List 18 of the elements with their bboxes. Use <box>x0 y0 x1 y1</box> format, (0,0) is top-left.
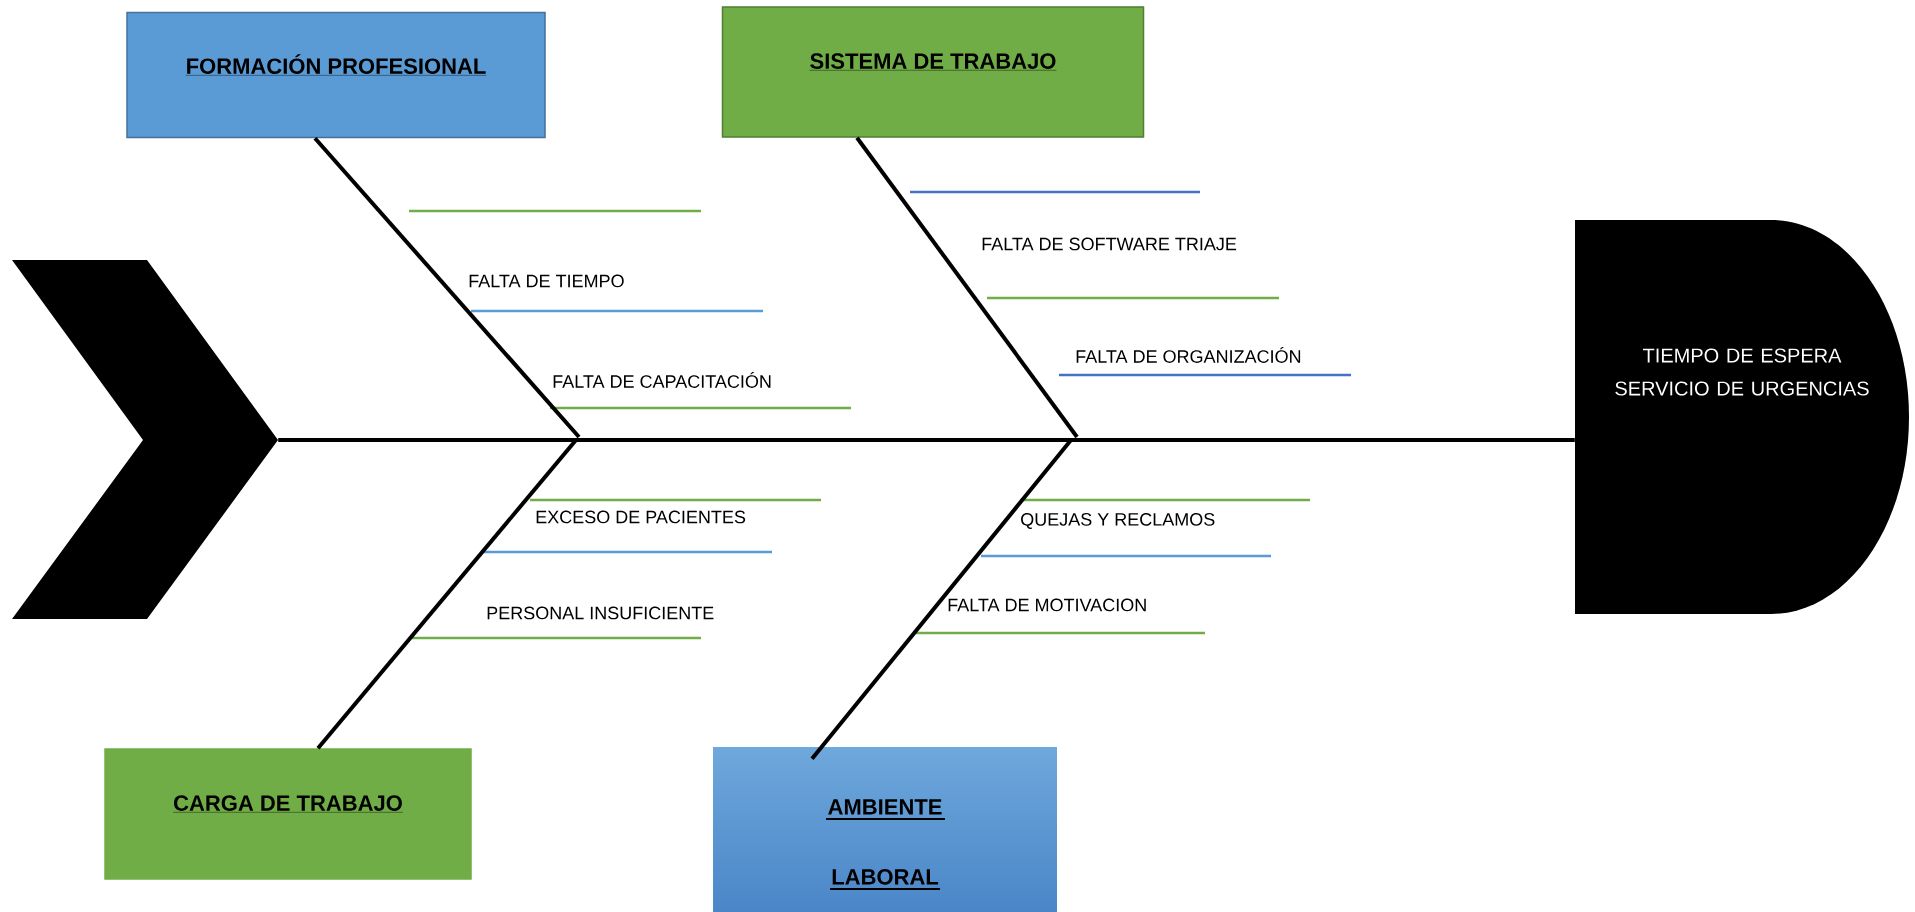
bone-line <box>316 438 578 750</box>
cause-label: FALTA DE MOTIVACION <box>948 598 1146 612</box>
category-box: SISTEMA DE TRABAJO <box>721 6 1145 138</box>
category-box: FORMACIÓN PROFESIONAL <box>126 11 546 139</box>
chevron-shape <box>12 260 278 619</box>
cause-label: QUEJAS Y RECLAMOS <box>1021 513 1215 529</box>
cause-label: FALTA DE CAPACITACIÓN <box>553 372 771 388</box>
cause-label: PERSONAL INSUFICIENTE <box>487 606 714 620</box>
category-box: AMBIENTE LABORAL <box>825 799 946 890</box>
effect-head: TIEMPO DE ESPERA SERVICIO DE URGENCIAS <box>1575 220 1909 614</box>
bone-line <box>313 136 581 439</box>
cause-label: FALTA DE SOFTWARE TRIAJE <box>982 237 1237 251</box>
bone-line <box>278 438 1575 442</box>
cause-label: FALTA DE TIEMPO <box>469 274 624 288</box>
cause-label: FALTA DE ORGANIZACIÓN <box>1076 347 1301 363</box>
bone-line <box>855 136 1079 439</box>
cause-label: EXCESO DE PACIENTES <box>536 510 746 524</box>
category-box: CARGA DE TRABAJO <box>104 748 472 880</box>
